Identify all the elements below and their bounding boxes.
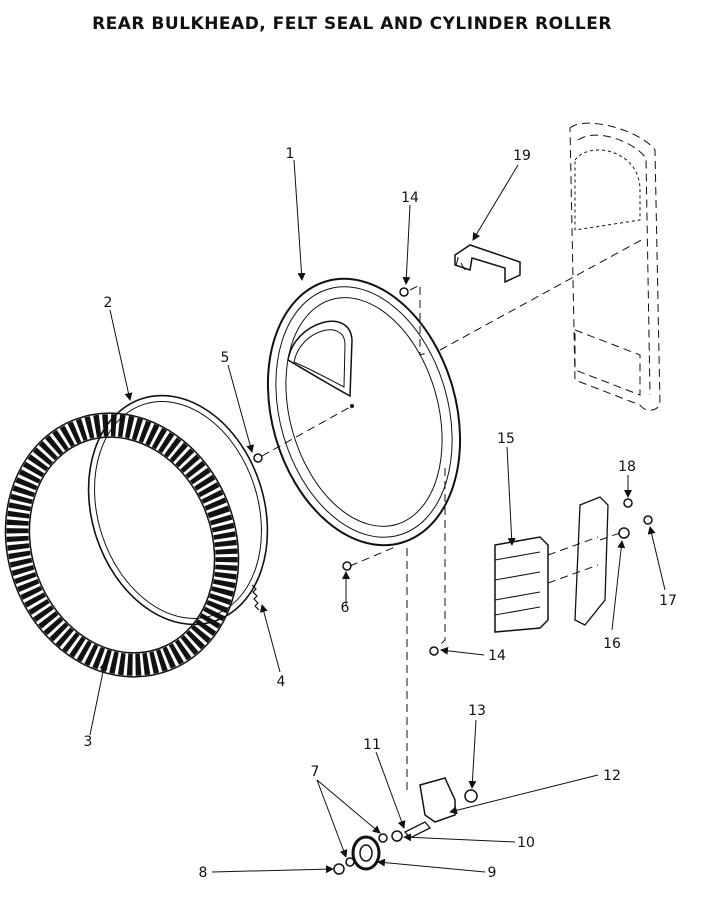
- callout-6: 6: [341, 600, 350, 616]
- callout-11: 11: [363, 737, 381, 753]
- screw-part-18: [623, 498, 633, 508]
- callout-5: 5: [221, 350, 230, 366]
- roller-shaft-part-11: [403, 821, 432, 839]
- callout-9: 9: [488, 865, 497, 881]
- callout-8: 8: [199, 865, 208, 881]
- leader-lines: [89, 159, 666, 874]
- callout-1: 1: [286, 146, 295, 162]
- screw-part-17: [643, 515, 653, 525]
- rear-panel-outline: [569, 122, 661, 411]
- callout-17: 17: [659, 593, 677, 609]
- screw-part-14-lower: [429, 646, 439, 656]
- callout-15: 15: [497, 431, 515, 447]
- cover-plate-part: [574, 496, 609, 626]
- roller-wheel-part-9: [351, 835, 381, 871]
- callout-2: 2: [104, 295, 113, 311]
- rear-bulkhead-part: [266, 277, 462, 547]
- assembly-guide-lines: [261, 237, 646, 790]
- callout-12: 12: [603, 768, 621, 784]
- felt-seal-part: [4, 412, 240, 678]
- seal-band-part: [87, 394, 269, 626]
- clip-part-8: [333, 863, 345, 875]
- roller-bracket-part-15: [494, 536, 549, 633]
- washer-part-10: [391, 830, 403, 842]
- callout-labels: 1 2 3 4 5 6 7 8 9 10 11 12 13 14 14 15 1…: [84, 146, 677, 881]
- callout-3: 3: [84, 734, 93, 750]
- screw-part-14-upper: [399, 287, 409, 297]
- washer-part-7-upper: [378, 833, 388, 843]
- washer-part-7-lower: [345, 857, 355, 867]
- clip-part-13: [464, 789, 478, 803]
- callout-16: 16: [603, 636, 621, 652]
- callout-4: 4: [277, 674, 286, 690]
- washer-part-16: [618, 527, 630, 539]
- screw-part-6: [342, 561, 352, 571]
- callout-7: 7: [311, 764, 320, 780]
- callout-19: 19: [513, 148, 531, 164]
- callout-14-lower: 14: [488, 648, 506, 664]
- callout-18: 18: [618, 459, 636, 475]
- bracket-part-19: [454, 244, 521, 284]
- callout-14-upper: 14: [401, 190, 419, 206]
- callout-10: 10: [517, 835, 535, 851]
- screw-part-5: [253, 453, 263, 463]
- page-title: REAR BULKHEAD, FELT SEAL AND CYLINDER RO…: [92, 14, 612, 34]
- callout-13: 13: [468, 703, 486, 719]
- roller-bracket-part-12: [419, 777, 456, 823]
- spring-part: [251, 584, 260, 611]
